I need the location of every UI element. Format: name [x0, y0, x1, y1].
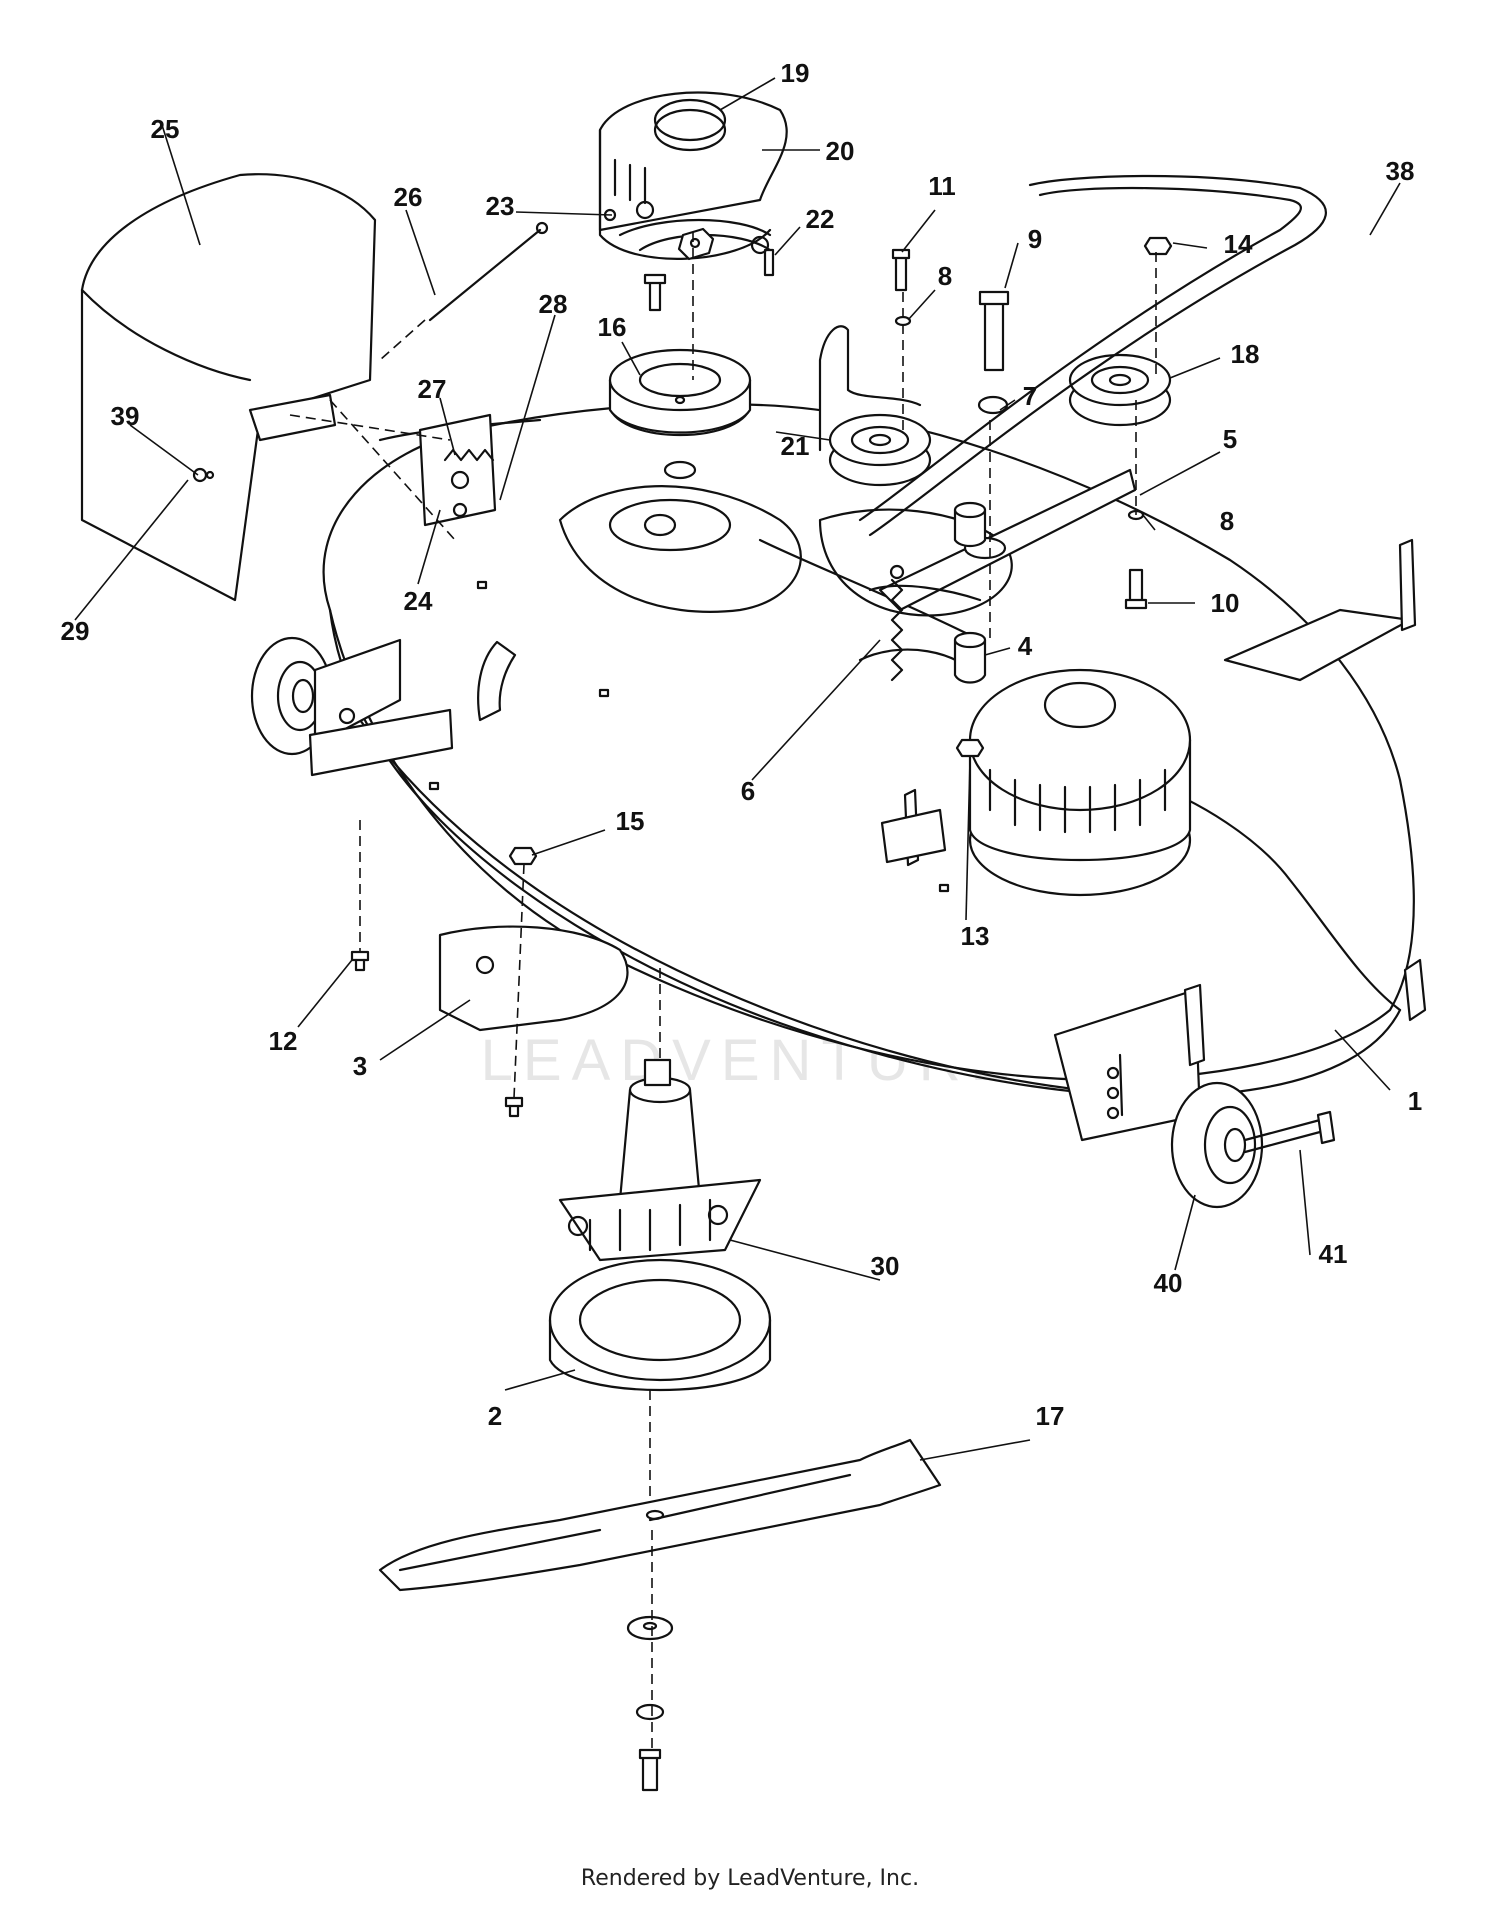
bolt-22 — [763, 248, 775, 277]
part-label: 25 — [151, 114, 180, 144]
lock-washer — [635, 1703, 665, 1721]
washer-8-upper — [894, 315, 912, 327]
hinge-rod-26 — [428, 221, 549, 322]
part-label: 10 — [1211, 588, 1240, 618]
nut-center — [677, 227, 715, 261]
part-label: 11 — [928, 171, 956, 201]
spindle-plate-left — [608, 498, 732, 552]
right-gauge-wheel — [1053, 983, 1336, 1209]
spring-bracket-24 — [418, 413, 497, 527]
part-label: 9 — [1028, 224, 1042, 254]
part-label: 21 — [781, 431, 810, 461]
part-label: 2 — [488, 1401, 502, 1431]
nut-13 — [955, 738, 985, 758]
discharge-chute-cover-25 — [80, 173, 377, 602]
bolt-11 — [891, 248, 911, 292]
part-label: 13 — [961, 921, 990, 951]
bolt-cover-left — [643, 273, 667, 312]
bushing-4 — [953, 501, 987, 684]
idler-pulley-18 — [1068, 353, 1172, 427]
alignment-lines — [289, 232, 1157, 1750]
part-label: 28 — [539, 289, 568, 319]
part-label: 16 — [598, 312, 627, 342]
part-label: 19 — [781, 58, 810, 88]
drive-belt-38 — [758, 174, 1327, 642]
part-label: 38 — [1386, 156, 1415, 186]
part-label: 15 — [616, 806, 645, 836]
part-label: 24 — [404, 586, 433, 616]
part-label: 22 — [806, 204, 835, 234]
part-label: 12 — [269, 1026, 298, 1056]
part-label: 5 — [1223, 424, 1237, 454]
part-label: 23 — [486, 191, 515, 221]
part-label: 30 — [871, 1251, 900, 1281]
part-label: 17 — [1036, 1401, 1065, 1431]
blade-bolt — [638, 1748, 662, 1792]
spindle-assembly-30 — [558, 1058, 762, 1262]
spring-6 — [889, 564, 905, 682]
part-label: 26 — [394, 182, 423, 212]
bolt-10 — [1124, 568, 1148, 610]
nut-14 — [1143, 236, 1173, 256]
part-label: 1 — [1408, 1086, 1422, 1116]
part-label: 20 — [826, 136, 855, 166]
bolt-below-15 — [504, 1096, 524, 1118]
left-gauge-wheel — [250, 636, 454, 777]
idler-arm-5 — [868, 468, 1137, 612]
part-label: 29 — [61, 616, 90, 646]
part-label: 7 — [1023, 381, 1037, 411]
belt-cover — [598, 91, 788, 260]
bolt-9 — [978, 290, 1010, 372]
part-label: 41 — [1319, 1239, 1348, 1269]
part-label: 8 — [938, 261, 952, 291]
part-label: 14 — [1224, 229, 1253, 259]
part-label: 4 — [1018, 631, 1033, 661]
part-labels: 1 2 3 4 5 6 7 8 8 9 10 11 12 13 14 15 16… — [61, 58, 1423, 1431]
part-label: 39 — [111, 401, 140, 431]
washer-7 — [977, 395, 1009, 415]
mower-blade-17 — [378, 1438, 942, 1592]
spindle-housing-right — [968, 668, 1192, 897]
leader-lines — [74, 77, 1401, 1461]
part-label: 8 — [1220, 506, 1234, 536]
part-label: 40 — [1154, 1268, 1183, 1298]
spindle-ring-2 — [548, 1258, 772, 1391]
idler-pulley-21 — [828, 413, 932, 487]
part-label: 3 — [353, 1051, 367, 1081]
rear-discharge-bracket — [1223, 538, 1427, 1022]
part-label: 18 — [1231, 339, 1260, 369]
part-label: 6 — [741, 776, 755, 806]
blade-washer — [626, 1615, 674, 1641]
footer-credit: Rendered by LeadVenture, Inc. — [580, 1866, 920, 1891]
baffle-3 — [438, 925, 629, 1032]
pulley-16 — [608, 348, 752, 480]
bolt-12 — [350, 950, 370, 972]
part-label: 27 — [418, 374, 447, 404]
nut-15 — [508, 846, 538, 866]
